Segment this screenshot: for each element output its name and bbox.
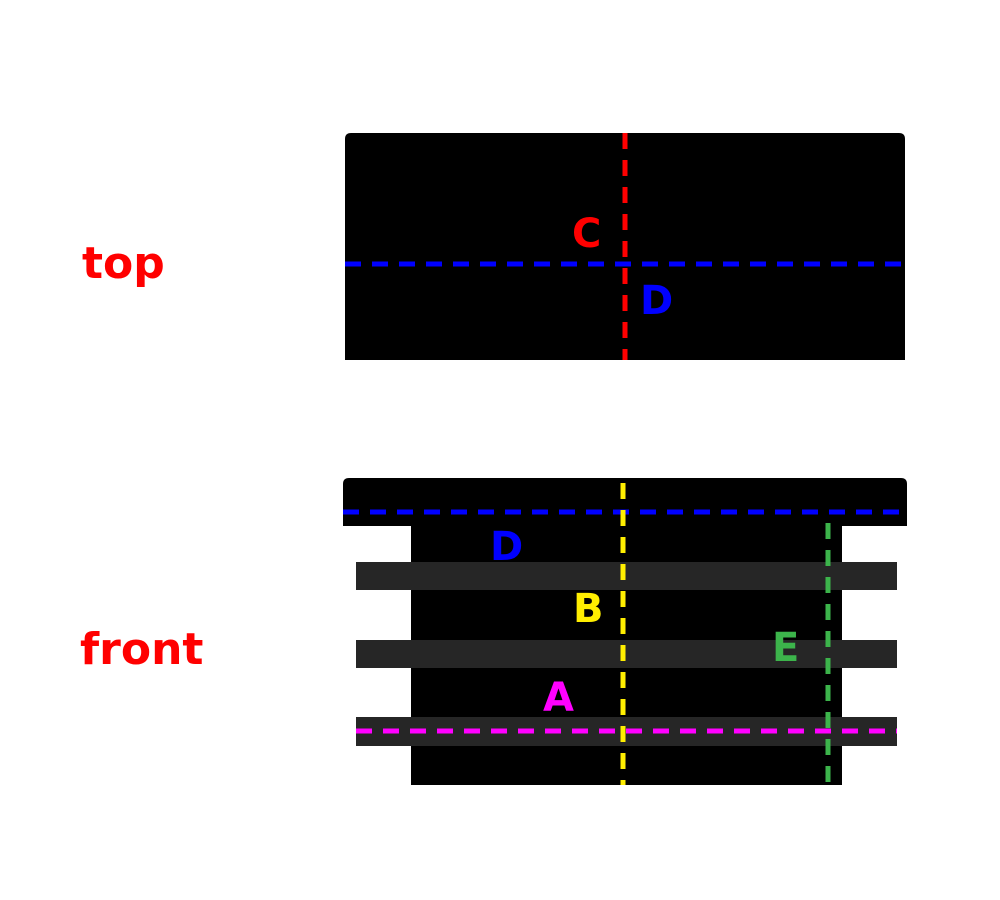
top-view: C D — [345, 133, 905, 360]
top-view-label: top — [82, 238, 165, 289]
line-label-d-front: D — [490, 524, 523, 570]
fin-2 — [356, 640, 897, 668]
line-label-a: A — [543, 675, 574, 721]
line-label-d-top: D — [640, 278, 673, 324]
front-view: D B E A — [343, 478, 907, 785]
line-label-e: E — [772, 625, 799, 671]
line-label-c: C — [572, 211, 601, 257]
line-label-b: B — [573, 586, 604, 632]
fin-1 — [356, 562, 897, 590]
front-view-label: front — [80, 624, 203, 675]
